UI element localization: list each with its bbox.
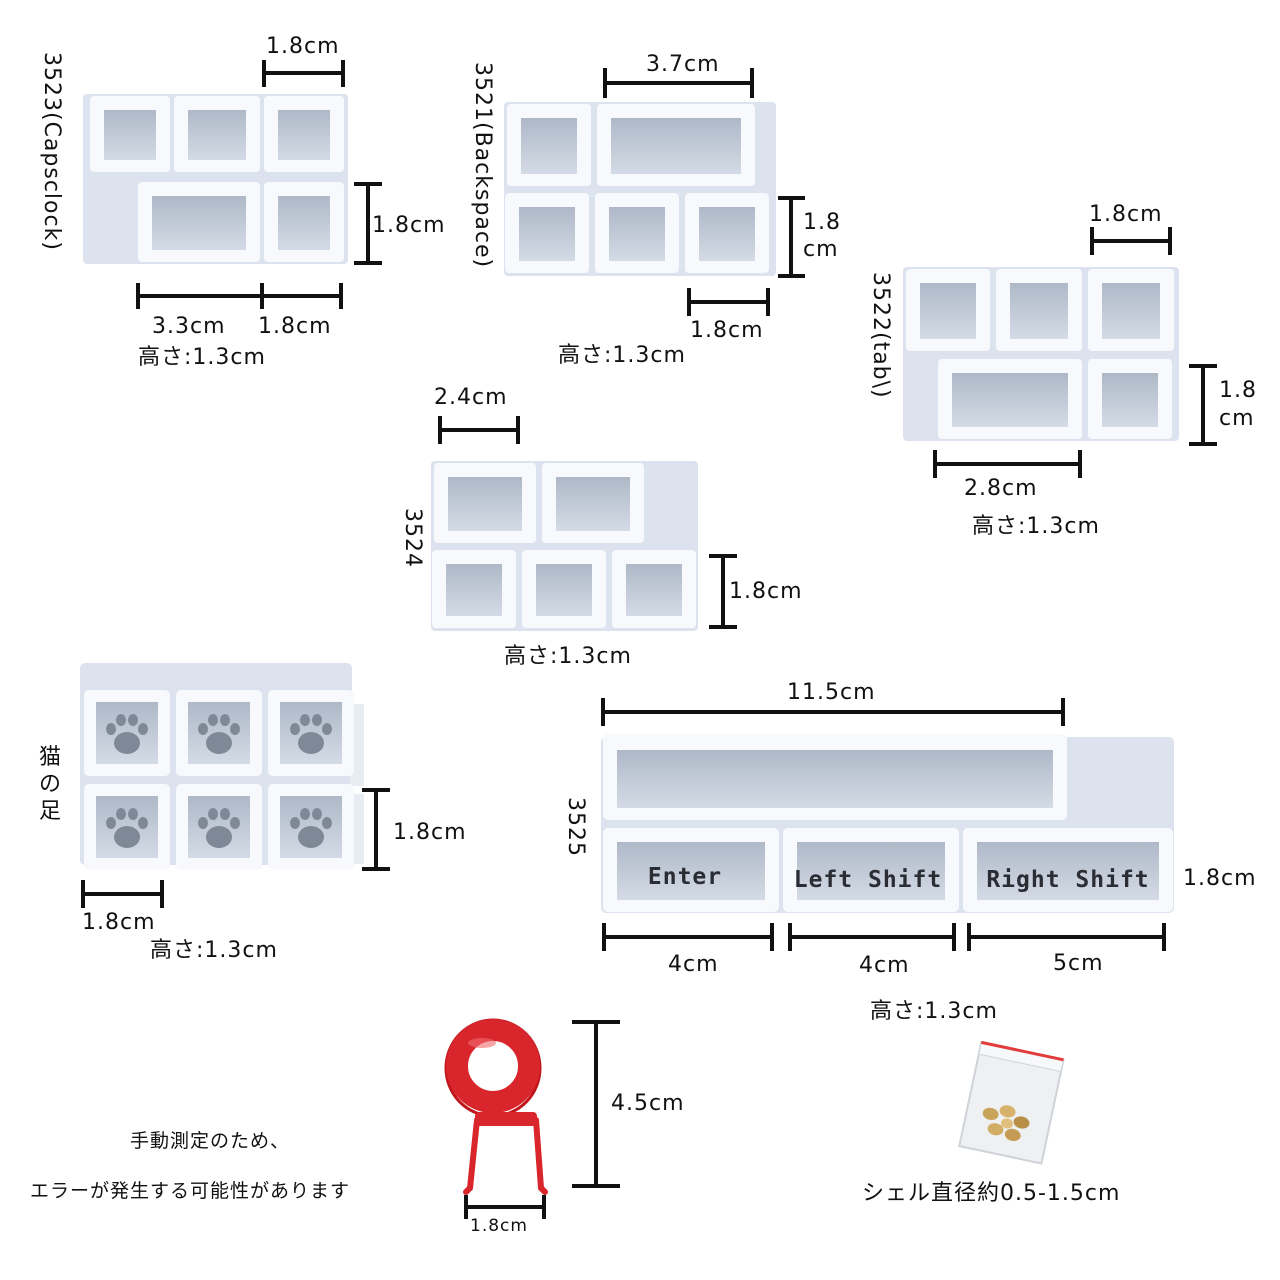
paw-cavity [84,784,170,870]
dim-label: 1.8cm [690,318,764,343]
key-cavity [174,96,260,172]
mold-code-3522: 3522(tab\) [868,272,893,399]
paw-print-icon [290,808,332,848]
key-label-left-shift: Left Shift [794,867,942,893]
dim-label: 1.8cm [470,1216,528,1236]
mold-code-char: の [38,772,61,797]
key-cavity [906,269,990,351]
disclaimer-line-2: エラーが発生する可能性があります [30,1180,351,1202]
dim-lines-3522 [933,227,1217,478]
key-cavity [264,96,344,172]
dim-label: 2.4cm [434,385,508,410]
height-label: 高さ:1.3cm [504,644,632,669]
dim-label: 1.8cm [258,314,332,339]
dim-label: 1.8cm [1089,202,1163,227]
mold-code-3524: 3524 [400,508,425,568]
key-cavity [542,463,644,543]
mold-3523 [83,94,348,264]
mold-code-3521: 3521(Backspace) [470,62,495,269]
key-cavity [597,104,755,186]
dim-label: 1.8cm [1183,866,1257,891]
mold-3522 [903,267,1179,441]
paw-print-icon [198,714,240,754]
key-cavity [612,550,696,628]
key-cavity [522,550,606,628]
paw-cavity [176,690,262,776]
mold-3525: Enter Left Shift Right Shift [601,734,1174,913]
height-label: 高さ:1.3cm [150,938,278,963]
disclaimer-line-1: 手動測定のため、 [130,1130,291,1152]
paw-print-icon [290,714,332,754]
mold-paw [80,663,364,870]
paw-cavity [84,690,170,776]
key-cavity [996,269,1082,351]
mold-code-3525: 3525 [563,797,588,857]
key-cavity [505,193,589,273]
dim-lines-tool [464,1020,620,1219]
dim-label: 4cm [668,952,719,977]
key-cavity [685,193,769,273]
height-label: 高さ:1.3cm [870,999,998,1024]
dim-label: 1.8cm [82,910,156,935]
height-label: 高さ:1.3cm [138,345,266,370]
key-cavity [90,96,170,172]
paw-cavity [176,784,262,870]
key-cavity [432,550,516,628]
mold-code-char: 足 [38,799,61,824]
key-cavity [434,463,536,543]
key-cavity [1088,359,1172,439]
shell-bag [958,1040,1065,1165]
key-cavity [1088,269,1174,351]
dim-label: 1.8cm [729,579,803,604]
key-cavity-right-shift [963,828,1173,912]
dim-label: 4.5cm [611,1091,685,1116]
height-label: 高さ:1.3cm [558,343,686,368]
key-cavity-spacebar [603,734,1067,820]
dim-lines-3525 [601,698,1166,951]
key-cavity-enter [603,828,779,912]
paw-print-icon [106,714,148,754]
mold-code-3523: 3523(Capsclock) [39,52,64,251]
dim-lines-3524 [438,416,737,629]
key-cavity [138,182,260,262]
paw-print-icon [198,808,240,848]
key-cavity [595,193,679,273]
mold-code-char: 猫 [38,745,61,770]
height-label: 高さ:1.3cm [972,514,1100,539]
mold-3521 [504,102,776,276]
paw-cavity [268,690,354,776]
dim-label: 11.5cm [787,680,876,705]
key-cavity [507,104,591,186]
dim-label: 1.8cm [266,34,340,59]
dim-label: 1.8cm [393,820,467,845]
dim-lines-3523 [136,60,382,309]
dim-label: 3.3cm [152,314,226,339]
dim-label: 3.7cm [646,52,720,77]
dim-lines-paw [81,788,390,908]
key-cavity [938,359,1082,439]
paw-print-icon [106,808,148,848]
dim-label: 1.8cm [372,213,446,238]
dim-label: 2.8cm [964,476,1038,501]
dim-lines-3521 [603,68,805,316]
mold-3524 [431,461,698,631]
dim-label: cm [803,237,839,262]
dim-label: cm [1219,406,1255,431]
key-cavity [264,182,344,262]
dim-label: 1.8 [1219,378,1257,403]
shell-size-label: シェル直径約0.5-1.5cm [862,1181,1121,1206]
key-label-right-shift: Right Shift [986,867,1149,893]
paw-cavity [268,784,354,870]
mold-code-paw: 猫 の 足 [38,744,62,825]
keycap-puller-tool [444,1018,548,1195]
dim-label: 5cm [1053,951,1104,976]
dim-label: 1.8 [803,210,841,235]
dim-label: 4cm [859,953,910,978]
key-label-enter: Enter [648,864,722,890]
key-cavity-left-shift [783,828,959,912]
